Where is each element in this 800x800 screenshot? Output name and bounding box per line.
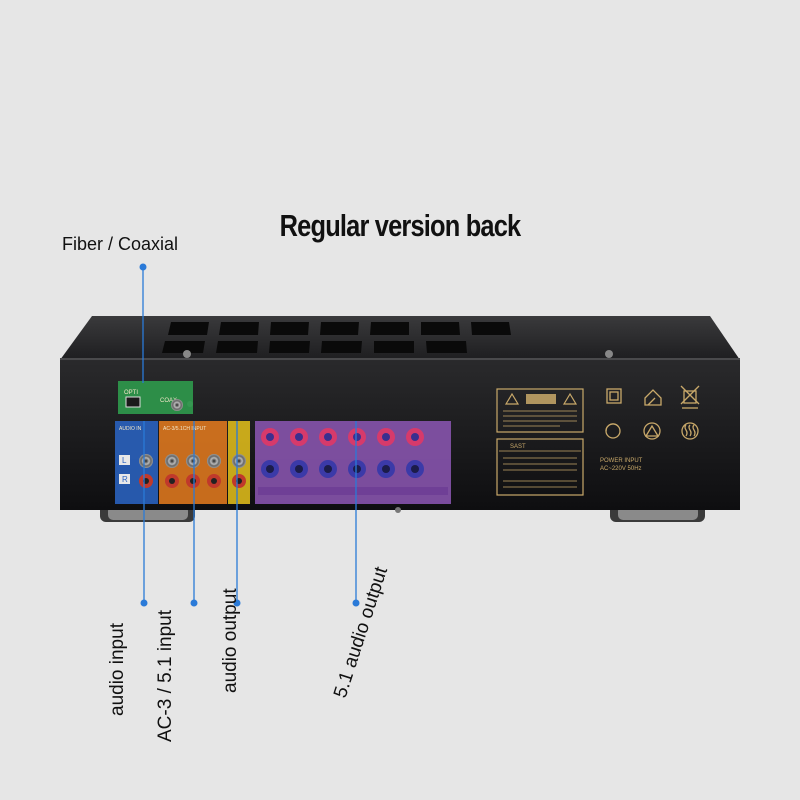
ac3-input-module: AC-3/5.1CH INPUT xyxy=(159,421,227,504)
callout-lines xyxy=(142,267,357,603)
ac3-in-label: AC-3/5.1CH INPUT xyxy=(163,426,206,432)
brand-label: SAST xyxy=(510,444,526,450)
coax-label: COAX xyxy=(160,398,177,404)
ventilation-icon xyxy=(643,422,661,440)
r-label: R xyxy=(122,475,128,484)
heat-icon xyxy=(681,422,699,440)
callout-fiber-coaxial: Fiber / Coaxial xyxy=(62,234,179,254)
class2-icon xyxy=(606,388,622,404)
callout-audio-input: audio input xyxy=(107,623,128,716)
power-input-label: POWER INPUT xyxy=(600,458,643,464)
recycle-icon xyxy=(605,423,621,439)
optical-coaxial-module: OPTI COAX xyxy=(118,381,193,414)
power-spec-label: AC~220V 50Hz xyxy=(600,466,642,472)
callout-audio-output: audio output xyxy=(220,588,241,693)
speaker-output-module xyxy=(255,421,451,504)
audio-in-label: AUDIO IN xyxy=(119,426,142,432)
callout-dots xyxy=(139,263,360,607)
audio-output-module xyxy=(228,421,250,504)
page-title: Regular version back xyxy=(279,208,522,243)
rating-label: SAST xyxy=(496,438,584,496)
warning-label xyxy=(496,388,584,433)
opt-label: OPTI xyxy=(124,390,138,396)
l-label: L xyxy=(122,456,127,465)
indoor-use-icon xyxy=(644,389,662,406)
audio-input-module: AUDIO IN L R xyxy=(115,421,158,504)
weee-bin-icon xyxy=(680,385,700,409)
callout-ac3-input: AC-3 / 5.1 input xyxy=(155,609,176,742)
